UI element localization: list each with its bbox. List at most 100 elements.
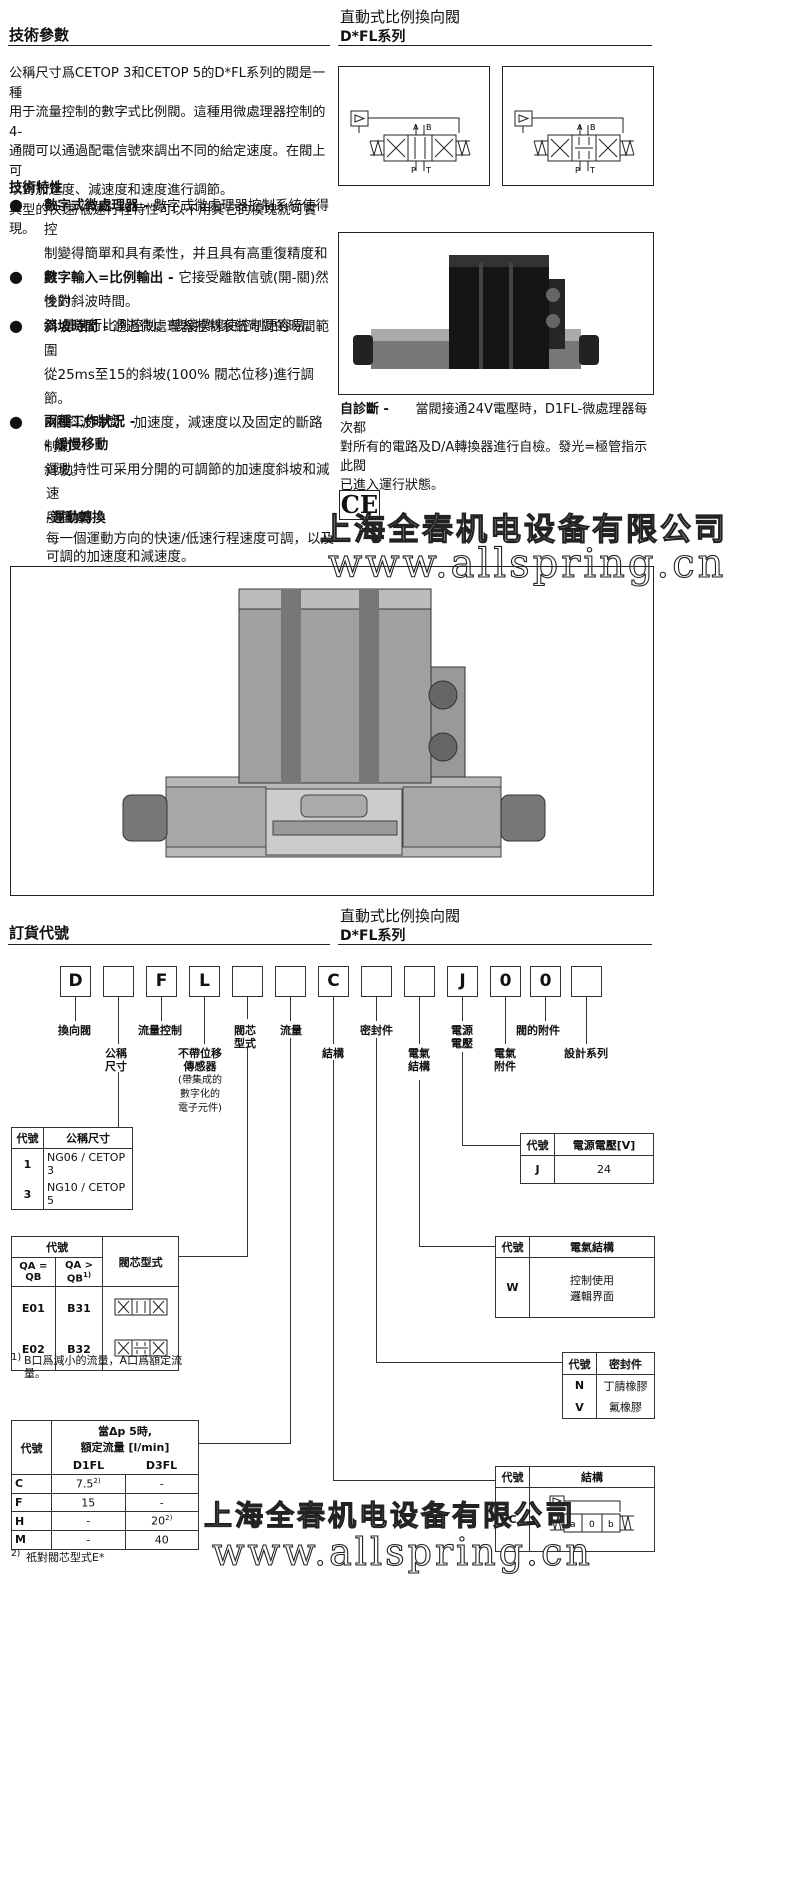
- spool-symbol-icon: [114, 1339, 168, 1357]
- feature-1: 數字式微處理器 - 數字式微處理器控制系統使得控制變得簡單和具有柔性，并且具有高…: [44, 198, 330, 310]
- header-divider-right: [338, 45, 652, 46]
- mode1-title: - 緩慢移動: [44, 437, 109, 453]
- connector-line: [419, 997, 420, 1044]
- connector-line: [333, 1060, 334, 1480]
- connector-line: [586, 997, 587, 1044]
- connector-line: [290, 997, 291, 1021]
- connector-line: [161, 997, 162, 1021]
- svg-text:0: 0: [589, 1520, 595, 1530]
- flow-note-mark: 2): [11, 1549, 21, 1559]
- svg-text:P: P: [575, 166, 580, 175]
- product-photo: [338, 232, 654, 395]
- structure-symbol-icon: a 0 b: [549, 1495, 634, 1533]
- svg-text:T: T: [425, 166, 431, 175]
- svg-text:a: a: [570, 1520, 576, 1530]
- connector-line: [462, 1145, 520, 1146]
- label-seal: 密封件: [360, 1024, 393, 1037]
- connector-line: [462, 997, 463, 1021]
- page-title-right: 直動式比例換向閥: [340, 8, 461, 26]
- connector-line: [198, 1443, 291, 1444]
- flow-note: 祇對閥芯型式E*: [26, 1551, 105, 1564]
- connector-line: [290, 1038, 291, 1443]
- code-box-12: 0: [530, 966, 561, 997]
- page-subtitle-right: D*FL系列: [340, 29, 406, 45]
- connector-line: [376, 1038, 377, 1362]
- mode2-title: -運動轉換: [46, 510, 106, 526]
- connector-line: [247, 997, 248, 1019]
- label-voltage: 電源電壓: [451, 1024, 473, 1050]
- connector-line: [376, 997, 377, 1021]
- code-box-11: 0: [490, 966, 521, 997]
- connector-line: [204, 997, 205, 1044]
- ce-mark: CE: [339, 490, 380, 520]
- svg-text:B: B: [590, 123, 596, 132]
- code-box-2: [103, 966, 134, 997]
- watermark-url: www.allspring.cn: [327, 540, 727, 587]
- intro-text: 公稱尺寸爲CETOP 3和CETOP 5的D*FL系列的閥是一種用于流量控制的數…: [9, 66, 326, 237]
- label-spool-type: 閥芯型式: [234, 1024, 256, 1050]
- connector-line: [75, 997, 76, 1021]
- order-title-right: 直動式比例換向閥: [340, 907, 461, 925]
- feature-4: 兩種工作狀況 -: [44, 414, 136, 430]
- order-subtitle-right: D*FL系列: [340, 928, 406, 944]
- label-no-sensor: 不帶位移傳感器(帶集成的數字化的電子元件): [178, 1047, 222, 1114]
- label-electrical: 電氣結構: [408, 1047, 430, 1073]
- header-divider-right: [338, 944, 652, 945]
- header-divider-left: [8, 944, 330, 945]
- watermark-url: www.allspring.cn: [211, 1529, 593, 1574]
- label-flow: 流量: [280, 1024, 302, 1037]
- header-divider-left: [8, 45, 330, 46]
- watermark-company: 上海全春机电设备有限公司: [319, 511, 728, 548]
- mode1-text: 運動特性可采用分開的可調節的加速度斜坡和減速度斜坡。: [46, 462, 330, 526]
- code-box-8: [361, 966, 392, 997]
- svg-text:b: b: [608, 1520, 614, 1530]
- connector-line: [505, 997, 506, 1044]
- spool-note-mark: 1): [11, 1352, 22, 1363]
- spool-note: B口爲減小的流量，A口爲額定流量。: [24, 1354, 183, 1380]
- code-box-5: [232, 966, 263, 997]
- label-design-series: 設計系列: [564, 1047, 608, 1060]
- label-valve-accessory: 閥的附件: [516, 1024, 560, 1037]
- spool-symbol-icon: [114, 1298, 168, 1316]
- page-title-left: 技術參數: [9, 26, 70, 44]
- code-box-3: F: [146, 966, 177, 997]
- code-box-1: D: [60, 966, 91, 997]
- code-box-9: [404, 966, 435, 997]
- connector-line: [333, 997, 334, 1044]
- feature-2: 數字輸入=比例輸出 - 它接受離散信號(開-關)然後對流 量進行比例控制。總綫模…: [44, 270, 329, 334]
- code-box-4: L: [189, 966, 220, 997]
- connector-line: [178, 1256, 248, 1257]
- hydraulic-symbol-1: A B P T: [338, 66, 490, 186]
- connector-line: [118, 1072, 119, 1127]
- label-flow-control: 流量控制: [138, 1024, 182, 1037]
- table-structure: 代號結構 C a 0 b: [495, 1466, 655, 1552]
- features-title: 技術特性: [9, 180, 63, 196]
- svg-text:T: T: [589, 166, 595, 175]
- bullet: ●: [9, 267, 23, 286]
- connector-line: [419, 1080, 420, 1246]
- hydraulic-symbol-2: A B P T: [502, 66, 654, 186]
- watermark-company: 上海全春机电设备有限公司: [203, 1498, 577, 1532]
- code-box-10: J: [447, 966, 478, 997]
- label-elec-accessory: 電氣附件: [494, 1047, 516, 1073]
- svg-text:P: P: [411, 166, 416, 175]
- svg-text:A: A: [413, 123, 419, 132]
- bullet: ●: [9, 412, 23, 431]
- connector-line: [545, 997, 546, 1021]
- self-diagnosis-text: 自診斷 - 當閥接通24V電壓時，D1FL-微處理器每次都對所有的電路及D/A轉…: [340, 402, 648, 493]
- connector-line: [462, 1052, 463, 1145]
- code-box-6: [275, 966, 306, 997]
- connector-line: [118, 997, 119, 1044]
- connector-line: [333, 1480, 495, 1481]
- svg-text:A: A: [577, 123, 583, 132]
- connector-line: [247, 1046, 248, 1256]
- label-structure: 結構: [322, 1047, 344, 1060]
- label-valve: 換向閥: [58, 1024, 91, 1037]
- order-code-title: 訂貨代號: [9, 924, 70, 942]
